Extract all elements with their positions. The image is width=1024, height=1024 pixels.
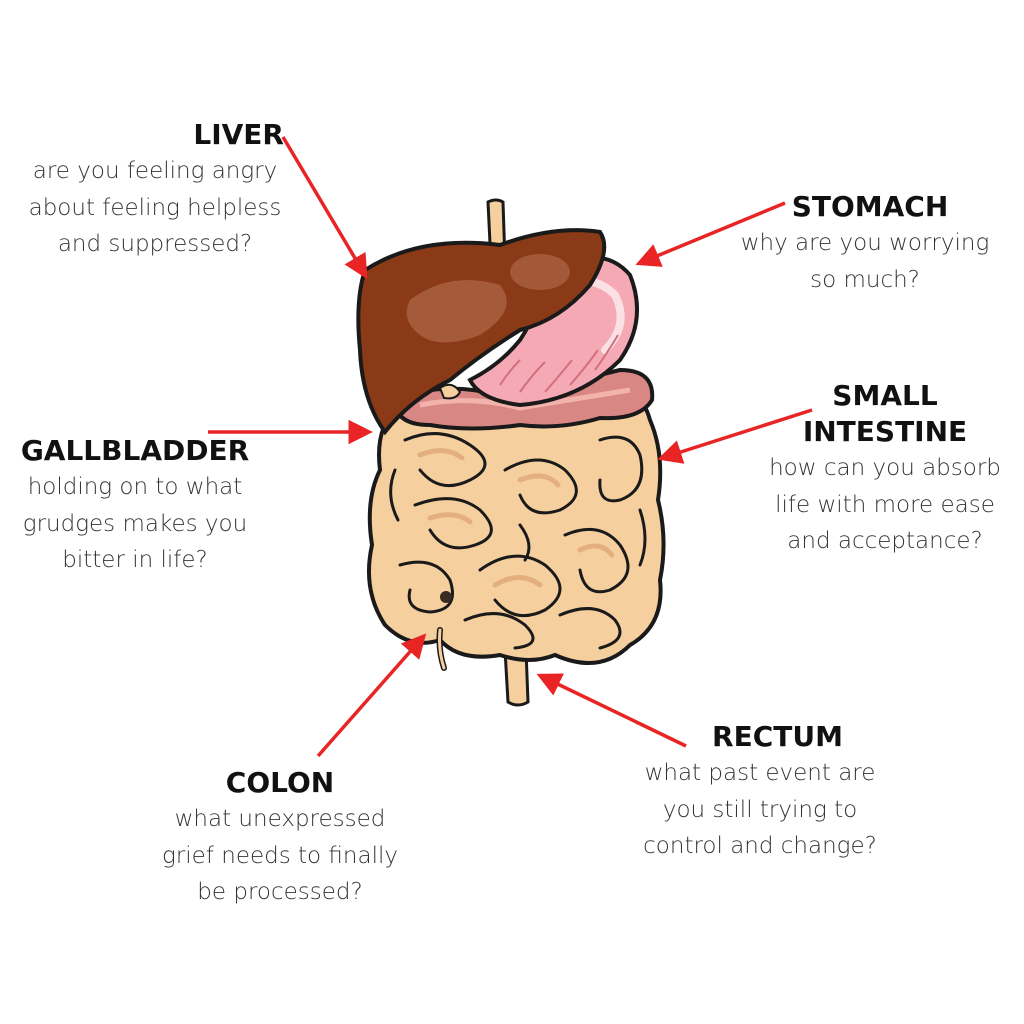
arrow-colon <box>316 633 427 758</box>
rectum-title: RECTUM <box>712 720 843 753</box>
liver-title: LIVER <box>193 118 284 151</box>
appendix <box>436 591 452 671</box>
stomach-label: STOMACH why are you worrying so much? <box>720 189 1010 298</box>
small-intestine-description: how can you absorb life with more ease a… <box>769 455 1001 554</box>
intestine-shading <box>417 448 615 588</box>
colon-label: COLON what unexpressed grief needs to fi… <box>140 765 420 911</box>
stomach-description: why are you worrying so much? <box>740 230 990 293</box>
colon-description: what unexpressed grief needs to finally … <box>162 806 398 905</box>
rectum-label: RECTUM what past event are you still try… <box>620 719 900 865</box>
arrow-stomach <box>635 201 786 267</box>
small-intestine-title: SMALL INTESTINE <box>802 379 968 448</box>
stomach-title: STOMACH <box>791 190 949 223</box>
gallbladder-shape <box>438 383 462 400</box>
gallbladder-description: holding on to what grudges makes you bit… <box>22 474 248 573</box>
liver-description: are you feeling angry about feeling help… <box>28 158 282 257</box>
pointer-arrows <box>208 136 813 758</box>
small-intestine-coils <box>389 432 647 650</box>
small-intestine-label: SMALL INTESTINE how can you absorb life … <box>755 378 1015 560</box>
gallbladder-label: GALLBLADDER holding on to what grudges m… <box>10 433 260 579</box>
colon-title: COLON <box>225 766 335 799</box>
large-intestine <box>366 390 666 665</box>
arrow-small-intestine <box>657 408 813 464</box>
arrow-rectum <box>536 673 687 748</box>
liver-label: LIVER are you feeling angry about feelin… <box>10 117 300 263</box>
arrow-liver <box>281 136 368 280</box>
rectum-description: what past event are you still trying to … <box>643 760 877 859</box>
rectum-tube <box>503 648 530 707</box>
liver-shape <box>356 228 607 436</box>
gallbladder-title: GALLBLADDER <box>20 434 250 467</box>
